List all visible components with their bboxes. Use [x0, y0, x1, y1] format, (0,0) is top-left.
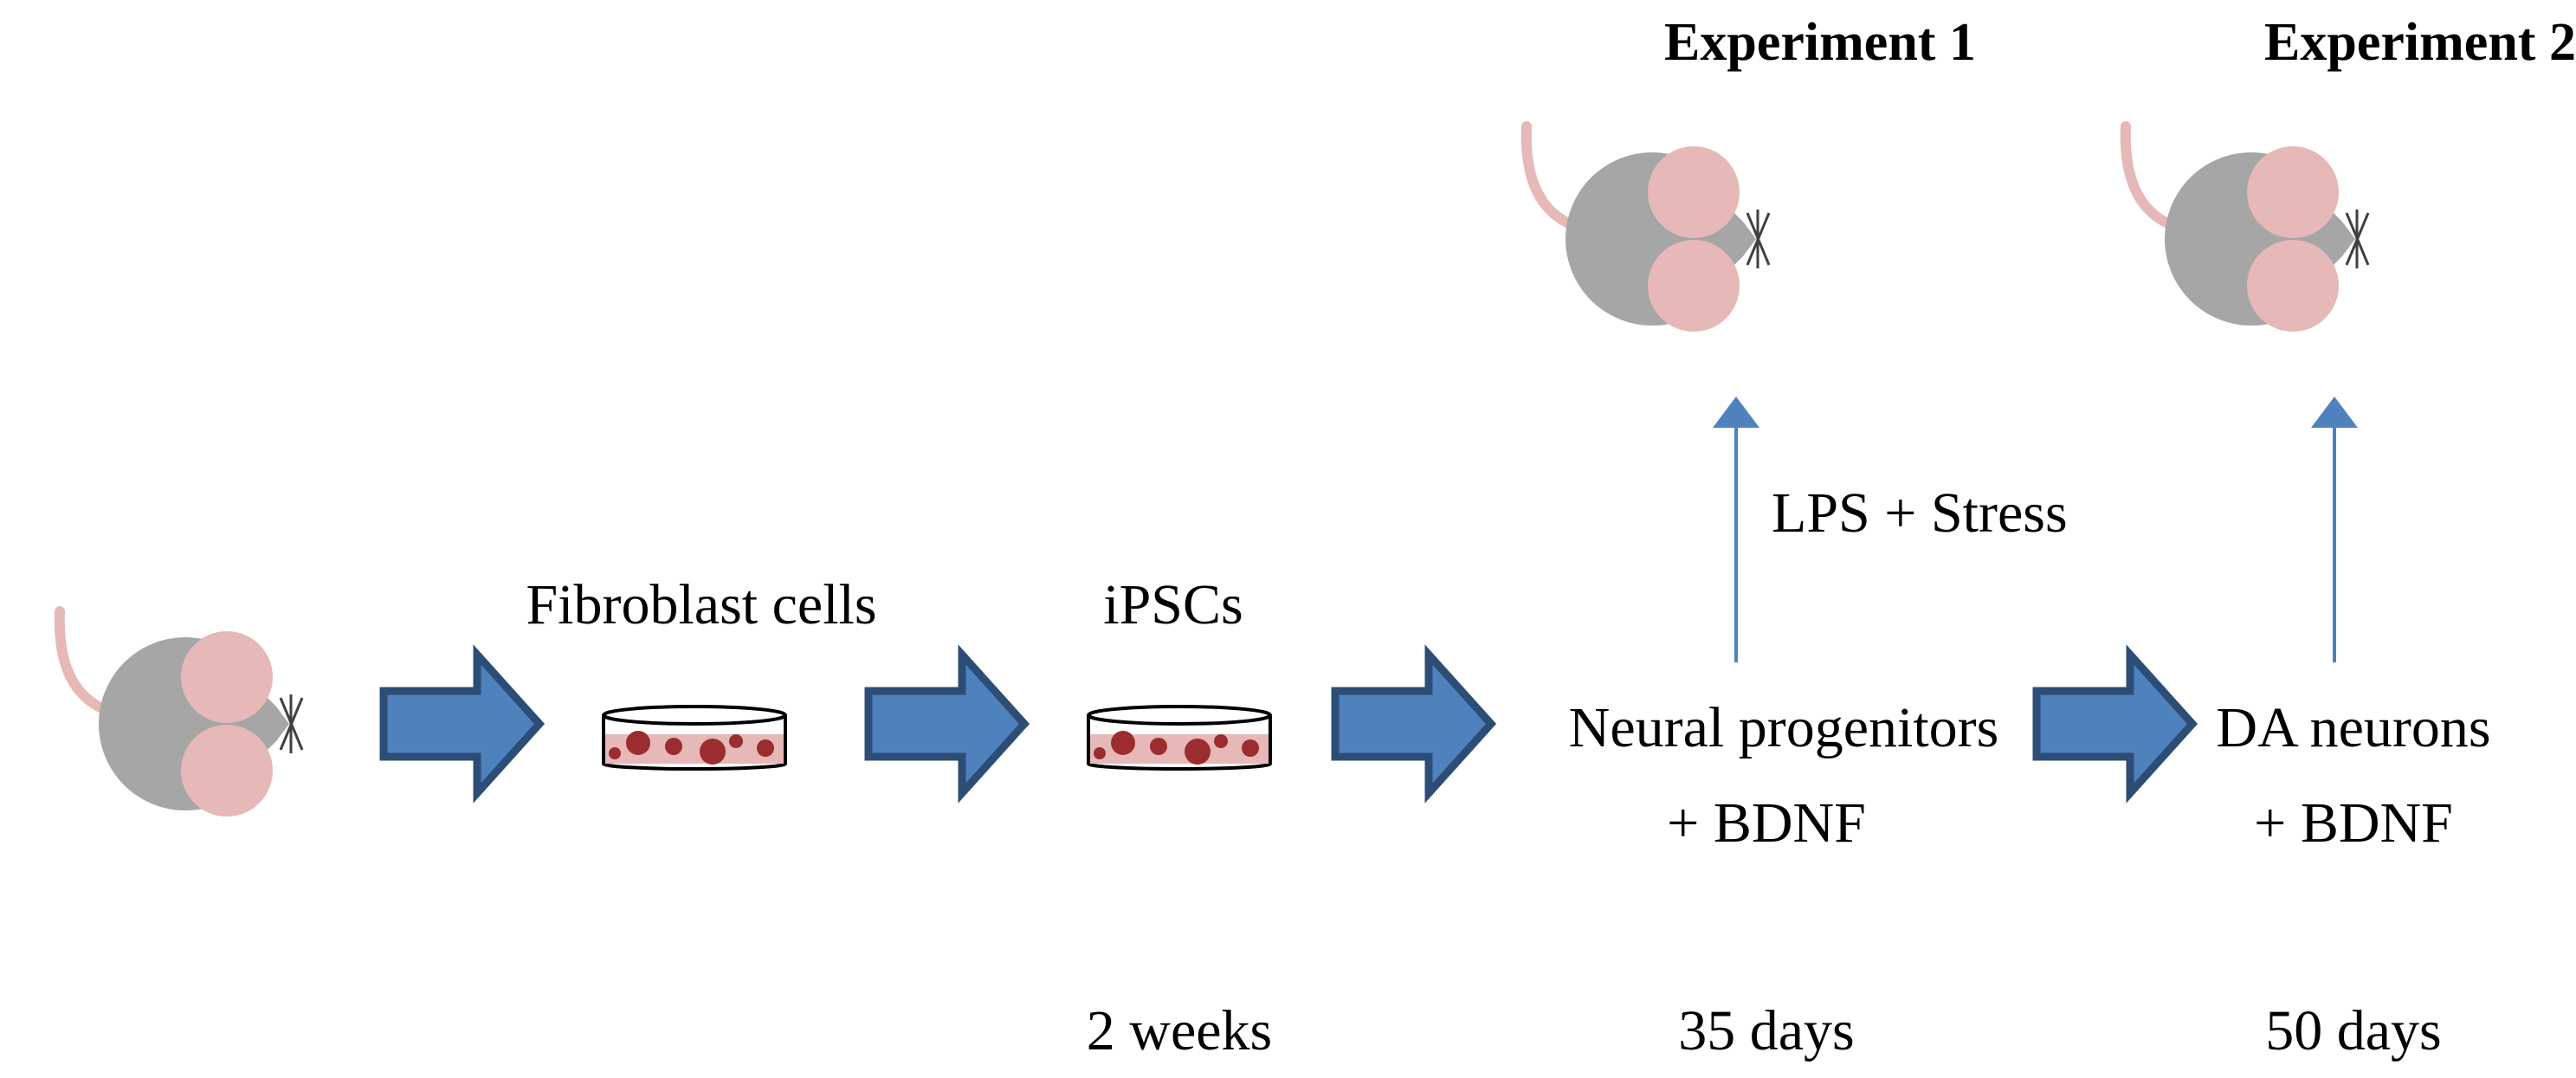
treatment-label: LPS + Stress	[1772, 481, 2068, 545]
flow-arrow-1	[384, 655, 539, 793]
experiment-2-arrow	[2311, 397, 2358, 662]
experiment-1-title: Experiment 1	[1664, 13, 1976, 72]
da-neurons-label: DA neurons	[2216, 696, 2491, 759]
fibroblast-dish-icon	[602, 705, 787, 771]
neural-progenitors-label: Neural progenitors	[1568, 696, 1999, 759]
ipsc-dish-icon	[1087, 705, 1272, 771]
fibroblast-label: Fibroblast cells	[526, 573, 877, 636]
timeline-50-days: 50 days	[2265, 999, 2442, 1062]
da-bdnf-label: + BDNF	[2254, 791, 2453, 855]
source-mouse-icon	[60, 611, 302, 817]
treatment-arrow	[1713, 397, 1759, 662]
ipsc-label: iPSCs	[1103, 573, 1243, 636]
diagram-graphics	[0, 0, 2522, 1078]
flow-arrow-3	[1335, 655, 1491, 793]
neural-bdnf-label: + BDNF	[1667, 791, 1866, 855]
timeline-2-weeks: 2 weeks	[1086, 999, 1273, 1062]
flow-arrow-4	[2037, 655, 2192, 793]
flow-arrow-2	[868, 655, 1024, 793]
experiment-2-mouse-icon	[2126, 126, 2368, 332]
experiment-2-title: Experiment 2	[2264, 13, 2576, 72]
timeline-35-days: 35 days	[1678, 999, 1855, 1062]
experiment-1-mouse-icon	[1527, 126, 1769, 332]
